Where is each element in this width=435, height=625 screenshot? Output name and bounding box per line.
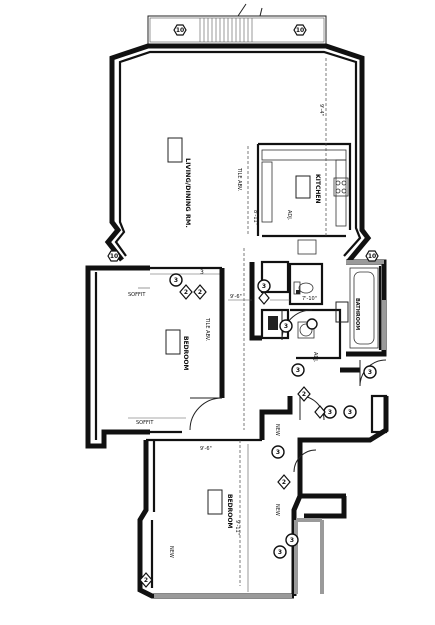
kitchen-tag-box [295, 175, 311, 199]
tag-number-3: 3 [200, 269, 204, 276]
new-note-a: NEW [274, 424, 280, 436]
svg-text:10: 10 [110, 253, 118, 260]
living-room-label: LIVING/DINING RM. [184, 158, 192, 228]
bedroom-b-tag-box [207, 489, 223, 515]
soffit-note-a: SOFFIT [128, 292, 146, 298]
tile-note-b: TILE ABV. [204, 317, 210, 342]
svg-text:10: 10 [296, 27, 304, 34]
svg-text:10: 10 [176, 27, 184, 34]
bathroom-tag-box [335, 301, 349, 323]
dim-living: 9'-4" [318, 104, 324, 116]
diamond-tags: 2 2 2 2 2 [139, 284, 326, 588]
soffit-note-b: SOFFIT [136, 420, 154, 426]
dim-center: 9'-6" [200, 446, 212, 452]
exterior-walls [85, 43, 389, 599]
dim-kitchen: 8'-11" [252, 210, 258, 225]
svg-text:3: 3 [262, 283, 266, 290]
bedroom-a-tag-box [165, 329, 181, 355]
hex-tag-3: 10 [107, 250, 121, 262]
svg-text:2: 2 [198, 289, 202, 296]
svg-text:3: 3 [276, 449, 280, 456]
svg-text:2: 2 [144, 577, 148, 584]
svg-text:3: 3 [368, 369, 372, 376]
new-note-b: NEW [274, 504, 280, 516]
room-labels: LIVING/DINING RM. KITCHEN BEDROOM BEDROO… [165, 137, 360, 528]
fixtures [261, 149, 379, 349]
svg-text:3: 3 [174, 277, 178, 284]
svg-text:3: 3 [290, 537, 294, 544]
svg-text:2: 2 [302, 391, 306, 398]
dim-hall: 7'-10" [302, 296, 317, 302]
svg-text:3: 3 [348, 409, 352, 416]
bedroom-b-label: BEDROOM [226, 494, 233, 528]
dim-entry: 9'-6" [230, 294, 242, 300]
bathroom-label: BATHROOM [354, 298, 360, 330]
svg-text:10: 10 [368, 253, 376, 260]
svg-text:3: 3 [296, 367, 300, 374]
tile-note-a: TILE ABV. [236, 167, 242, 192]
new-note-c: NEW [168, 546, 174, 558]
hex-tag-2: 10 [293, 24, 307, 36]
hex-tag-4: 10 [365, 250, 379, 262]
dim-bed: 9'-11" [234, 520, 240, 535]
svg-text:2: 2 [184, 289, 188, 296]
adj-note-a: ADJ. [286, 210, 292, 221]
bedroom-a-label: BEDROOM [182, 336, 189, 370]
adj-note-b: ADJ. [312, 352, 318, 363]
svg-text:3: 3 [328, 409, 332, 416]
svg-text:3: 3 [284, 323, 288, 330]
hex-tag-1: 10 [173, 24, 187, 36]
new-walls [154, 260, 386, 598]
svg-text:2: 2 [282, 479, 286, 486]
dimensions [128, 58, 327, 592]
kitchen-label: KITCHEN [314, 174, 321, 204]
hex-tags: 10 10 10 10 [107, 24, 379, 262]
notes: TILE ABV. TILE ABV. ADJ. ADJ. SOFFIT SOF… [128, 104, 324, 558]
circle-tags: 3 3 3 3 3 3 3 3 3 3 [169, 273, 377, 559]
svg-text:3: 3 [278, 549, 282, 556]
top-balcony [147, 3, 327, 45]
living-room-tag-box [167, 137, 183, 163]
